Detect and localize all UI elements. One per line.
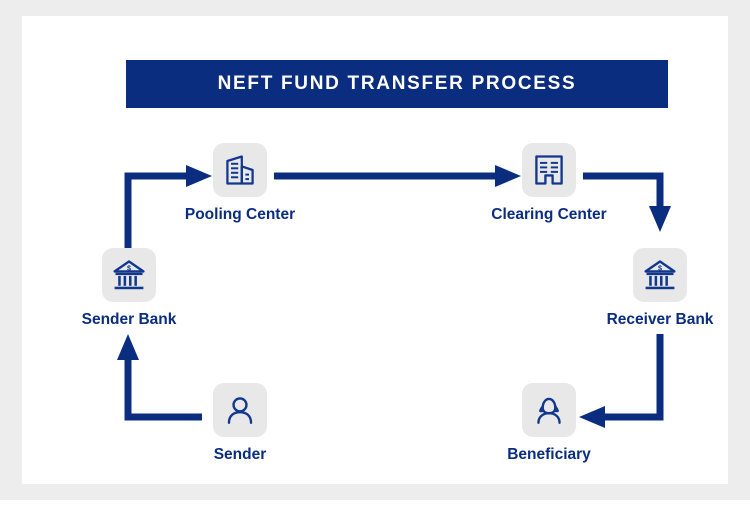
- node-sender-bank-tile: $: [102, 248, 156, 302]
- node-pooling-center-label: Pooling Center: [184, 206, 296, 223]
- bank-icon: $: [644, 260, 676, 290]
- page-title: NEFT FUND TRANSFER PROCESS: [217, 73, 577, 94]
- bank-icon: $: [113, 260, 145, 290]
- connector-sender-to-sender-bank: [117, 334, 202, 421]
- node-sender-bank[interactable]: $ Sender Bank: [59, 248, 199, 329]
- node-beneficiary-label: Beneficiary: [507, 446, 591, 463]
- title-banner: NEFT FUND TRANSFER PROCESS: [126, 60, 668, 108]
- svg-text:$: $: [658, 264, 662, 273]
- node-clearing-center-label: Clearing Center: [491, 206, 607, 223]
- node-sender-tile: [213, 383, 267, 437]
- node-receiver-bank[interactable]: $ Receiver Bank: [590, 248, 730, 329]
- node-beneficiary[interactable]: Beneficiary: [479, 383, 619, 464]
- node-clearing-center[interactable]: Clearing Center: [479, 143, 619, 224]
- node-beneficiary-tile: [522, 383, 576, 437]
- person-female-icon: [537, 397, 561, 424]
- node-clearing-center-tile: [522, 143, 576, 197]
- diagram-frame: NEFT FUND TRANSFER PROCESS: [0, 0, 750, 500]
- person-icon: [227, 397, 253, 424]
- office-building-icon: [226, 155, 254, 185]
- node-sender-label: Sender: [213, 446, 267, 463]
- connector-sender-bank-to-pooling: [124, 165, 212, 248]
- connector-arrows: [117, 165, 671, 428]
- connector-clearing-to-receiver-bank: [583, 172, 671, 232]
- node-sender[interactable]: Sender: [170, 383, 310, 464]
- node-receiver-bank-tile: $: [633, 248, 687, 302]
- connector-receiver-bank-to-beneficiary: [579, 334, 664, 428]
- diagram-canvas: NEFT FUND TRANSFER PROCESS: [22, 16, 728, 484]
- institution-building-icon: [535, 155, 563, 185]
- node-receiver-bank-label: Receiver Bank: [606, 311, 714, 328]
- node-sender-bank-label: Sender Bank: [81, 311, 177, 328]
- svg-text:$: $: [127, 264, 131, 273]
- node-pooling-center[interactable]: Pooling Center: [170, 143, 310, 224]
- connector-pooling-to-clearing: [274, 165, 521, 187]
- node-pooling-center-tile: [213, 143, 267, 197]
